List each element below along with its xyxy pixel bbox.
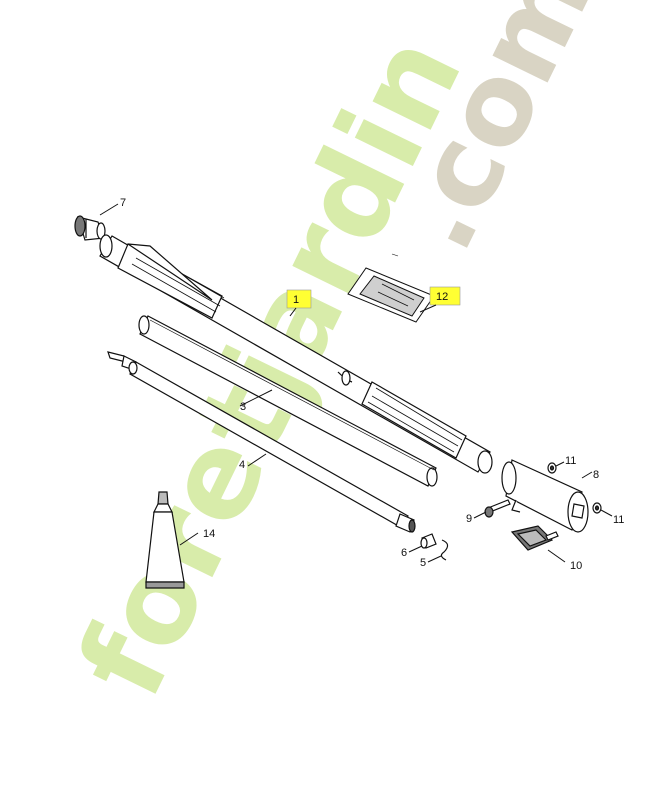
leader-11b <box>600 509 613 517</box>
callout-7[interactable]: 7 <box>120 197 126 209</box>
part-7-end-sleeve <box>74 215 106 241</box>
leader-4 <box>247 453 267 467</box>
part-9-screw <box>484 499 511 518</box>
callout-4[interactable]: 4 <box>239 459 245 471</box>
part-11-nut-top <box>547 462 557 474</box>
callout-1[interactable]: 1 <box>293 294 299 306</box>
leader-9 <box>473 511 487 519</box>
part-6-bushing <box>420 533 437 549</box>
callout-3[interactable]: 3 <box>240 401 246 413</box>
leader-10 <box>547 549 566 563</box>
callout-8[interactable]: 8 <box>593 469 599 481</box>
callout-10[interactable]: 10 <box>570 560 582 572</box>
leader-1 <box>289 307 297 317</box>
part-12-label-decal <box>347 253 435 323</box>
leader-11a <box>555 461 565 467</box>
callout-5[interactable]: 5 <box>420 557 426 569</box>
leader-12 <box>419 304 437 313</box>
part-8-clamp-housing <box>501 459 589 533</box>
leader-7 <box>99 203 119 216</box>
leader-5 <box>427 555 442 563</box>
callout-14[interactable]: 14 <box>203 528 215 540</box>
watermark: foretjardin .com <box>51 0 619 717</box>
leader-3 <box>239 389 273 407</box>
leader-6 <box>408 545 423 553</box>
highlight-part-1 <box>286 289 312 309</box>
part-14-grease-tube <box>145 491 185 589</box>
callout-6[interactable]: 6 <box>401 547 407 559</box>
part-11-nut-side <box>592 502 602 514</box>
part-4-drive-shaft <box>107 351 416 533</box>
part-3-protective-tube <box>138 315 438 487</box>
callout-11-top[interactable]: 11 <box>565 455 576 467</box>
part-1-drive-tube <box>99 234 493 474</box>
leader-14 <box>179 532 199 546</box>
part-10-wing-knob <box>510 525 559 551</box>
leader-8 <box>581 471 593 479</box>
callout-11-side[interactable]: 11 <box>613 514 624 526</box>
part-5-circlip <box>440 539 449 561</box>
callout-12[interactable]: 12 <box>436 291 448 303</box>
highlight-part-12 <box>429 286 461 306</box>
callout-9[interactable]: 9 <box>466 513 472 525</box>
